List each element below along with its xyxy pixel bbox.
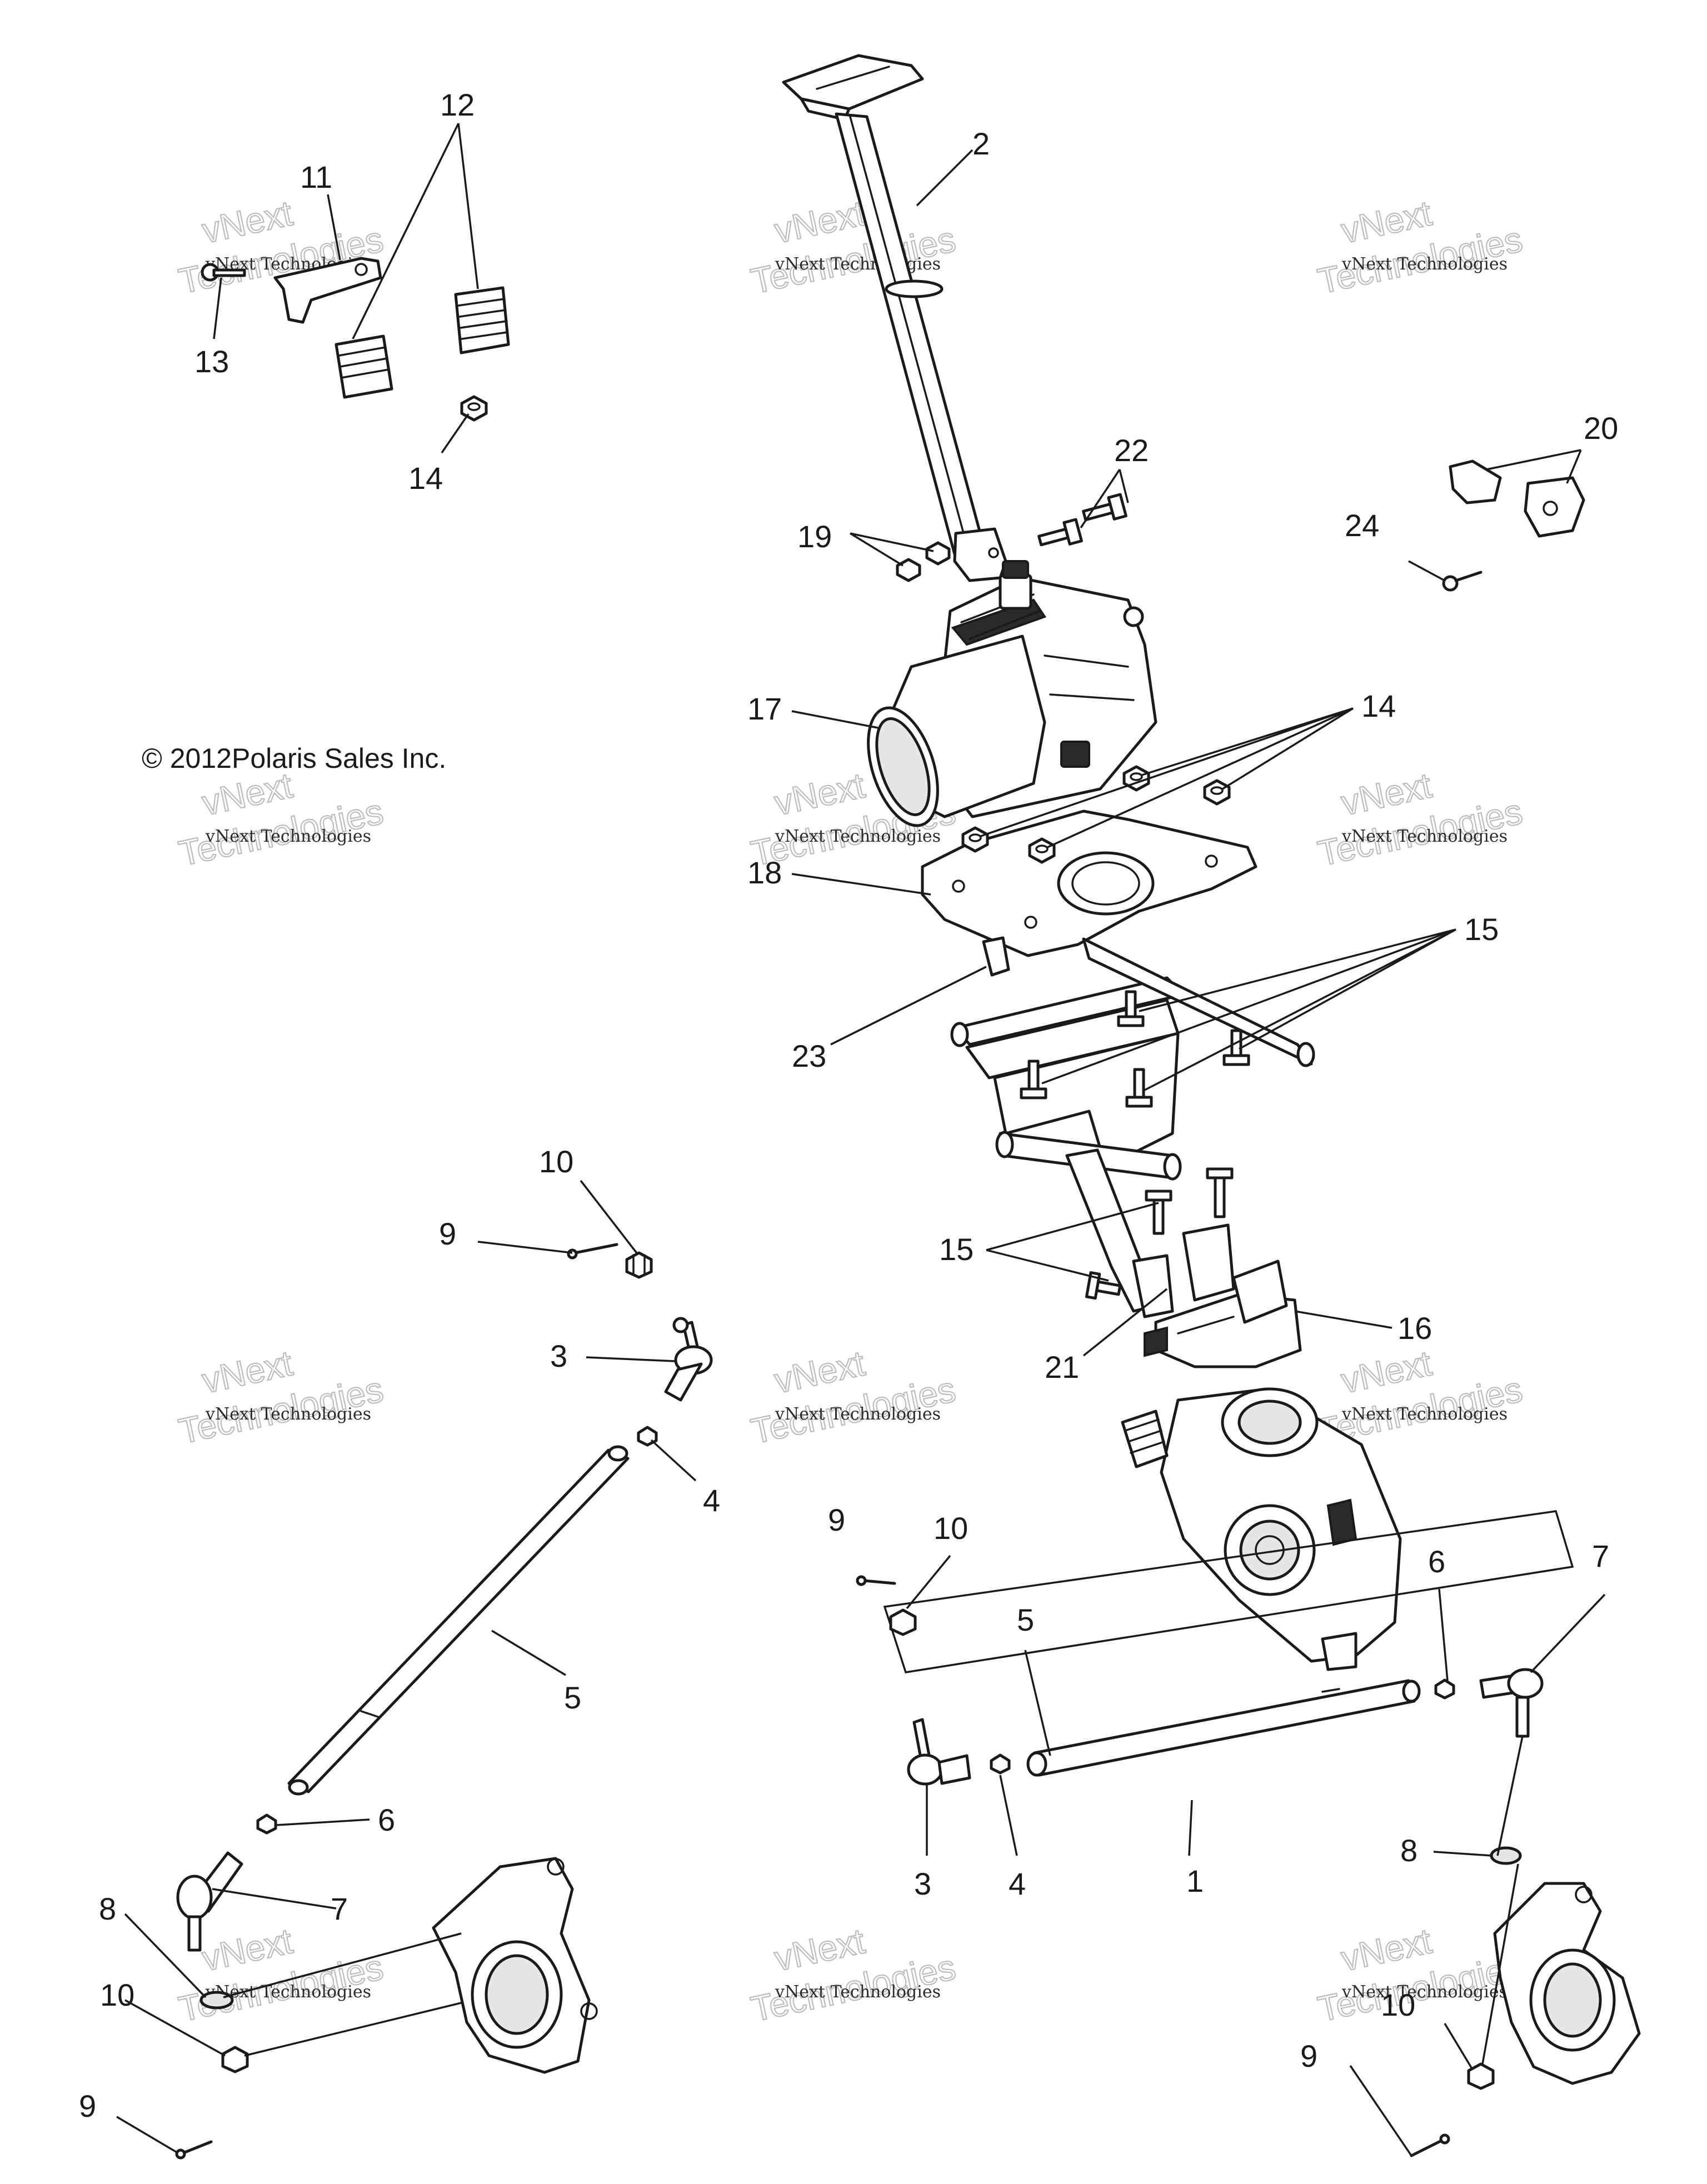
callout-22: 22 — [1114, 433, 1149, 468]
right-jam-nut-left — [990, 1753, 1011, 1775]
watermark-line2: vNext Technologies — [1341, 1405, 1508, 1424]
callout-9-lower-right: 9 — [1300, 2038, 1317, 2073]
watermark-line2: vNext Technologies — [1341, 1982, 1508, 2002]
left-cotter-pin-lower — [175, 2140, 213, 2160]
callout-20: 20 — [1584, 411, 1618, 446]
power-steering-unit — [867, 560, 1157, 827]
callout-14-lower: 14 — [1361, 688, 1396, 723]
callout-10-upper-right: 10 — [934, 1511, 968, 1546]
callout-6-right: 6 — [1428, 1544, 1445, 1579]
callout-8-left: 8 — [99, 1891, 116, 1926]
watermark: vNext Technologies — [747, 1920, 960, 2030]
watermark: vNext Technologies — [174, 1342, 387, 1452]
leader-lines — [116, 123, 1606, 2156]
right-steering-knuckle — [1493, 1882, 1641, 2085]
right-inner-tie-rod-end — [907, 1718, 971, 1786]
steering-bracket-16 — [1144, 1223, 1302, 1368]
callout-10-upper-left: 10 — [539, 1144, 573, 1179]
front-gearcase — [1121, 1387, 1402, 1671]
left-tie-rod — [287, 1445, 630, 1796]
tie-rod-kit-frame — [883, 1510, 1574, 1673]
callout-6-left: 6 — [378, 1802, 395, 1837]
callout-9-upper-left: 9 — [439, 1216, 456, 1251]
watermark-line2: vNext Technologies — [1341, 254, 1508, 274]
callout-11: 11 — [300, 159, 332, 194]
callout-3-left: 3 — [550, 1338, 567, 1373]
watermark-line2: vNext Technologies — [775, 827, 941, 846]
callout-14-upper: 14 — [408, 461, 443, 496]
left-outer-tie-rod-end — [176, 1851, 243, 1952]
watermark: vNext Technologies — [747, 1342, 960, 1452]
left-castle-nut-upper — [625, 1251, 653, 1279]
mounting-plate — [921, 809, 1257, 957]
clamp-part-11 — [273, 257, 382, 324]
bolt-part-13 — [201, 263, 246, 282]
flange-nuts — [961, 765, 1231, 864]
callout-19: 19 — [797, 519, 832, 554]
right-cotter-pin-upper — [856, 1575, 896, 1586]
callout-12: 12 — [440, 87, 475, 122]
right-outer-tie-rod-end — [1479, 1668, 1544, 1738]
steering-shaft — [782, 54, 1007, 582]
watermark: vNext Technologies — [1314, 764, 1526, 874]
left-cotter-pin-upper — [567, 1243, 618, 1260]
callout-1: 1 — [1186, 1863, 1204, 1898]
watermark-line2: vNext Technologies — [775, 1982, 941, 2002]
bolts-part-22 — [1037, 493, 1127, 547]
right-jam-nut-right — [1434, 1678, 1455, 1700]
watermark-line2: vNext Technologies — [775, 254, 941, 274]
callout-9-lower-left: 9 — [79, 2088, 96, 2123]
spacer-part-23 — [982, 936, 1010, 977]
callout-4-right: 4 — [1009, 1866, 1026, 1901]
callout-23: 23 — [792, 1038, 826, 1073]
screw-part-24 — [1442, 571, 1483, 592]
watermark-line2: vNext Technologies — [205, 1405, 371, 1424]
left-castle-nut-lower — [221, 2046, 249, 2073]
watermark-line2: vNext Technologies — [1341, 827, 1508, 846]
left-jam-nut-lower — [256, 1813, 277, 1835]
right-cotter-pin-lower — [1410, 2133, 1450, 2157]
callout-10-lower-right: 10 — [1381, 1987, 1415, 2022]
callout-15-lower: 15 — [939, 1232, 974, 1267]
callout-24: 24 — [1345, 508, 1379, 543]
left-washer — [199, 1991, 234, 2010]
callout-15-upper: 15 — [1464, 912, 1499, 947]
watermark-group: vNext Technologies vNext Technologies vN… — [174, 192, 1526, 2030]
callout-7-left: 7 — [331, 1891, 348, 1926]
left-inner-tie-rod-end — [664, 1317, 713, 1402]
copyright-notice: © 2012Polaris Sales Inc. — [142, 743, 446, 774]
nut-part-14-upper — [460, 395, 488, 422]
right-tie-rod — [1026, 1679, 1421, 1777]
callout-21: 21 — [1045, 1350, 1079, 1385]
right-castle-nut-lower — [1467, 2062, 1495, 2090]
callout-3-right: 3 — [914, 1866, 931, 1901]
watermark-line2: vNext Technologies — [775, 1405, 941, 1424]
watermark: vNext Technologies — [1314, 192, 1526, 302]
cap-part-20 — [1449, 459, 1585, 538]
frame-bolts — [1020, 990, 1250, 1300]
right-washer — [1490, 1846, 1522, 1865]
right-castle-nut-upper — [889, 1608, 917, 1636]
callout-2: 2 — [972, 126, 990, 161]
callout-labels: 12 11 13 14 2 22 19 20 24 17 14 18 23 15… — [79, 87, 1618, 2123]
callout-4-left: 4 — [703, 1483, 720, 1518]
left-steering-knuckle — [432, 1857, 598, 2074]
callout-17: 17 — [747, 691, 782, 726]
callout-5-right: 5 — [1017, 1602, 1034, 1637]
callout-16: 16 — [1397, 1311, 1432, 1346]
watermark-line2: vNext Technologies — [205, 827, 371, 846]
callout-9-upper-right: 9 — [828, 1502, 845, 1537]
callout-7-right: 7 — [1592, 1538, 1609, 1573]
callout-10-lower-left: 10 — [100, 1977, 134, 2012]
callout-13: 13 — [194, 344, 229, 379]
callout-5-left: 5 — [564, 1680, 581, 1715]
callout-8-right: 8 — [1400, 1833, 1417, 1868]
callout-18: 18 — [747, 855, 782, 890]
rack-boots — [335, 286, 510, 399]
